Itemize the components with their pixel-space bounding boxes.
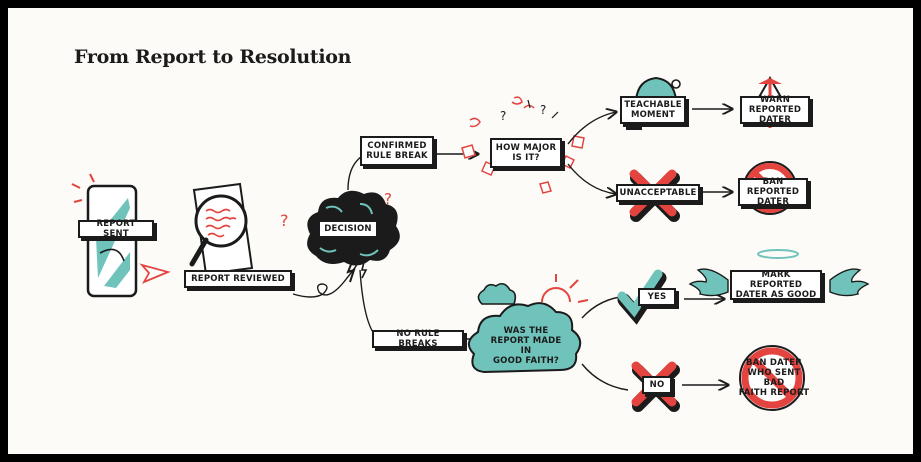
- report-reviewed-label: Report reviewed: [184, 270, 292, 288]
- svg-text:?: ?: [384, 190, 392, 208]
- svg-text:?: ?: [500, 109, 506, 123]
- paper-plane-icon: [139, 263, 171, 284]
- svg-text:?: ?: [280, 211, 289, 230]
- mark-reported-dater-good-label: Mark reported dater as good: [730, 270, 822, 300]
- sun-cloud-icon: [467, 274, 589, 374]
- ban-bad-faith-dater-label: Ban dater who sent bad faith report: [738, 358, 810, 398]
- good-faith-question-label: Was the report made in good faith?: [490, 326, 562, 366]
- svg-text:?: ?: [540, 103, 546, 117]
- yes-label: Yes: [638, 288, 676, 306]
- confirmed-rule-break-label: Confirmed rule break: [360, 136, 434, 166]
- ban-reported-dater-label: Ban reported dater: [738, 177, 808, 207]
- phone-icon: [71, 173, 138, 298]
- report-sent-label: Report sent: [78, 219, 154, 239]
- flowchart-canvas: ? ? ? ?: [8, 8, 913, 454]
- winged-halo-icon: [688, 249, 870, 297]
- bell-icon: [626, 76, 681, 130]
- no-label: No: [642, 376, 672, 394]
- page-title: From Report to Resolution: [74, 46, 352, 68]
- ban-sign-icon: [739, 345, 805, 411]
- magnifier-icon: [189, 194, 248, 267]
- decision-label: Decision: [318, 220, 378, 238]
- how-major-label: How major is it?: [490, 138, 562, 168]
- unacceptable-label: Unacceptable: [616, 184, 700, 202]
- teachable-moment-label: Teachable moment: [620, 96, 686, 124]
- no-rule-breaks-label: No rule breaks: [372, 329, 464, 349]
- warn-reported-dater-label: Warn reported dater: [740, 95, 810, 125]
